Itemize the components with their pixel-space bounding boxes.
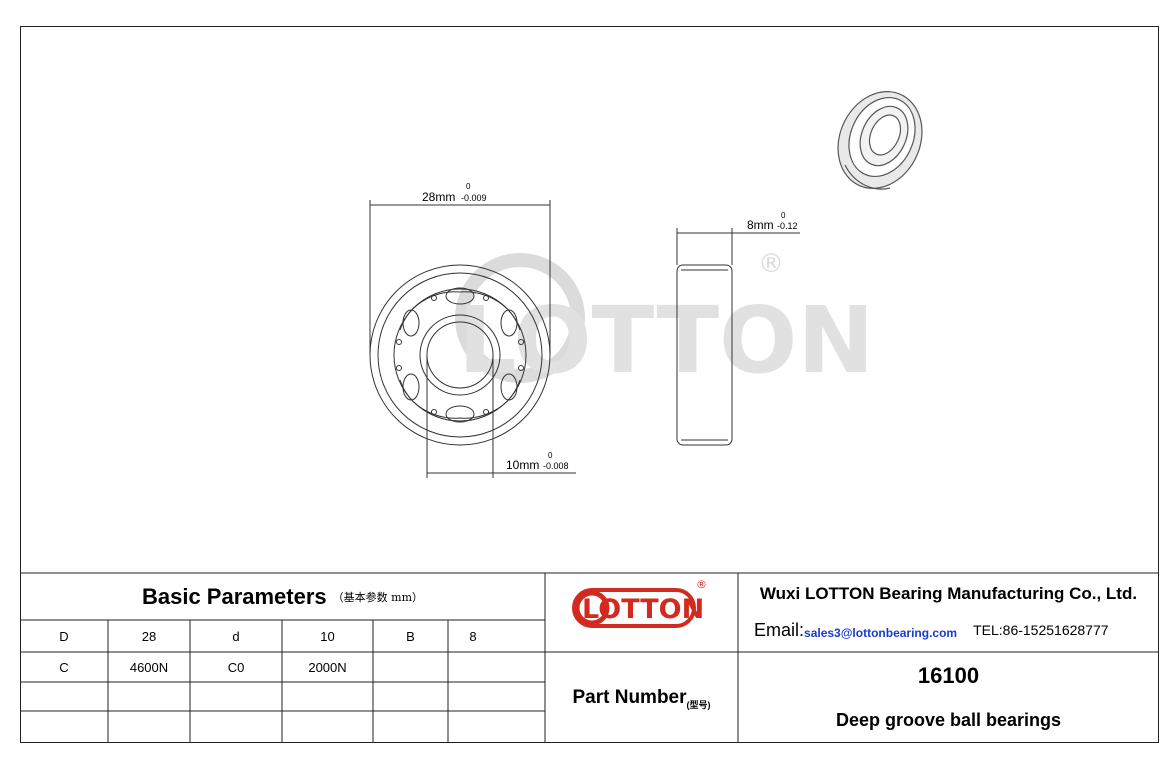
basic-parameters-sub: （基本参数 mm） <box>332 590 424 604</box>
dim-bore-tol-lower: -0.008 <box>543 461 569 471</box>
param-cell: 10 <box>320 628 335 644</box>
param-cell: 8 <box>469 628 477 644</box>
param-cell: D <box>59 628 69 644</box>
watermark-registered-mark: ® <box>758 249 784 279</box>
param-cell: 2000N <box>308 659 347 675</box>
watermark-text: LOTTON <box>458 287 874 394</box>
dim-outer-label: 28mm <box>422 190 455 204</box>
logo-text: LOTTON <box>582 594 704 625</box>
dim-width-tol-lower: -0.12 <box>777 221 798 231</box>
title-block-grid <box>20 572 1159 743</box>
param-cell: d <box>232 628 240 644</box>
dim-width-label: 8mm <box>747 218 774 232</box>
part-number-label-sub: (型号) <box>686 700 711 710</box>
contact-row: Email: sales3@lottonbearing.com TEL:86-1… <box>738 612 1159 648</box>
param-cell: C <box>59 659 69 675</box>
dim-bore-tol-upper: 0 <box>548 451 553 460</box>
param-cell: 4600N <box>129 659 169 675</box>
drawing-sheet <box>20 26 1159 743</box>
dim-bore-label: 10mm <box>506 458 539 472</box>
part-number-value: 16100 <box>917 663 980 688</box>
part-description: Deep groove ball bearings <box>835 709 1062 730</box>
part-number-label-text: Part Number <box>572 686 687 708</box>
logo-registered-mark: ® <box>696 578 707 591</box>
basic-parameters-label: Basic Parameters <box>141 583 327 609</box>
param-cell: 28 <box>141 628 157 644</box>
dim-outer-tol-lower: -0.009 <box>461 193 487 203</box>
email-label: Email: <box>754 619 805 640</box>
part-number-label: Part Number (型号) <box>545 652 738 743</box>
param-cell: C0 <box>227 659 245 675</box>
lotton-logo: LOTTON ® <box>572 578 707 628</box>
company-name: Wuxi LOTTON Bearing Manufacturing Co., L… <box>759 584 1138 603</box>
watermark-logo: LOTTON ® <box>455 249 874 394</box>
dim-width-tol-upper: 0 <box>781 211 786 220</box>
param-cell: B <box>406 628 415 644</box>
bearing-side-view <box>676 228 800 446</box>
dimension-outer-diameter <box>369 200 551 355</box>
telephone: TEL:86-15251628777 <box>973 622 1109 638</box>
bearing-3d-view <box>837 91 923 190</box>
bearing-front-view <box>369 264 551 446</box>
email-link[interactable]: sales3@lottonbearing.com <box>804 626 958 640</box>
basic-parameters-title: Basic Parameters （基本参数 mm） <box>20 573 545 620</box>
dim-outer-tol-upper: 0 <box>466 182 471 191</box>
dimension-bore <box>426 355 576 478</box>
